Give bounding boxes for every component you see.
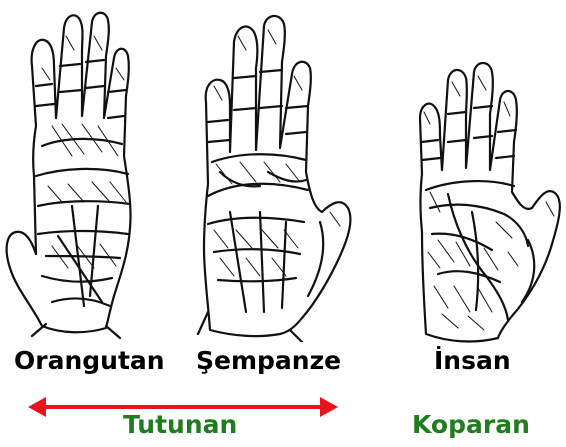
- orangutan-hand-drawing: [2, 6, 144, 342]
- plucking-group-label: Koparan: [412, 410, 530, 439]
- grasping-group-label: Tutunan: [123, 410, 237, 439]
- orangutan-label: Orangutan: [14, 346, 165, 375]
- chimpanzee-label: Şempanze: [196, 346, 341, 375]
- human-hand-drawing: [408, 62, 566, 344]
- human-label: İnsan: [434, 346, 511, 375]
- chimpanzee-hand-drawing: [190, 12, 360, 342]
